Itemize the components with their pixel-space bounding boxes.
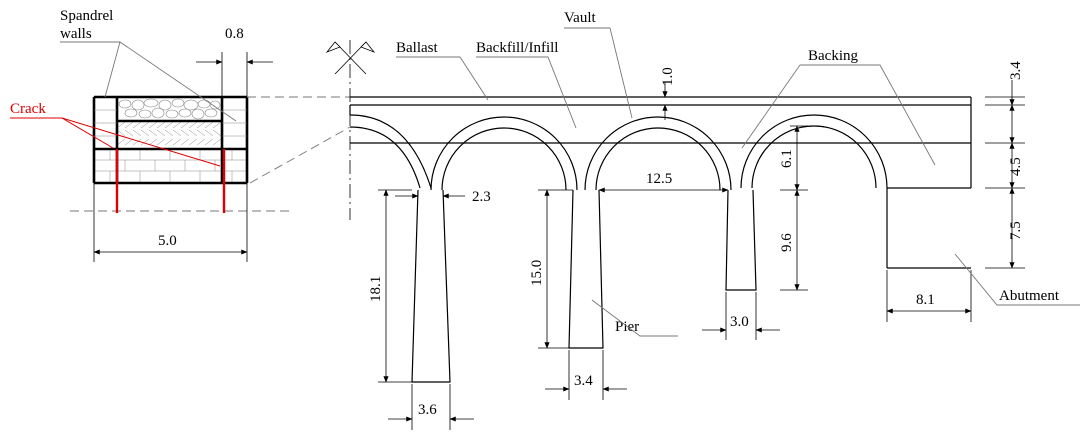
dim-pier-tall-height: 18.1 [368,276,384,302]
viaduct-elevation [349,96,972,383]
leader-spandrel-right [119,41,237,122]
leader-backing [800,64,936,166]
cross-section: 0.8 5.0 Spandrel walls Crack [10,8,351,262]
dim-abutment-height: 7.5 [1008,221,1024,240]
label-backfill: Backfill/Infill [476,40,558,56]
dim-abutment-width: 8.1 [916,292,935,308]
label-ballast: Ballast [396,40,438,56]
leader-backing-2 [741,64,801,149]
dim-section-width: 5.0 [158,233,177,249]
label-spandrel-line1: Spandrel [60,8,113,24]
dim-top-height: 3.4 [1008,61,1024,80]
label-backing: Backing [808,48,858,64]
leader-crack-right [61,117,221,167]
dim-pier-short-base: 3.0 [730,314,749,330]
dim-mid-height: 4.5 [1008,157,1024,176]
infill-hatch [117,121,221,146]
leader-pier [591,299,678,337]
dim-pier-mid-height: 15.0 [529,260,545,286]
symmetry-axis [325,40,376,220]
leader-vault [564,27,633,119]
leader-backfill [476,56,577,129]
leader-abutment [954,253,1080,306]
ballast-stones [118,98,221,120]
dim-rise: 6.1 [779,149,795,168]
elevation-labels: Ballast Backfill/Infill Vault Backing Pi… [396,10,1080,337]
leader-spandrel-left [60,41,121,98]
leader-crack-left [10,117,114,149]
label-spandrel-line2: walls [60,26,92,42]
label-crack: Crack [10,101,46,117]
label-vault: Vault [564,10,596,26]
elevation-dimensions: 1.0 3.4 4.5 7.5 12.5 6.1 9.6 2.3 18.1 [368,61,1025,430]
dim-ballast-depth: 1.0 [660,67,676,86]
dim-pier-tall-base: 3.6 [418,402,437,418]
label-abutment: Abutment [999,288,1060,304]
dim-pier-mid-base: 3.4 [574,373,593,389]
dim-pier-top-width: 2.3 [472,189,491,205]
dim-span: 12.5 [646,171,672,187]
dim-wall-thickness: 0.8 [225,26,244,42]
dim-pier-short-height: 9.6 [779,233,795,252]
leader-ballast [396,56,489,101]
